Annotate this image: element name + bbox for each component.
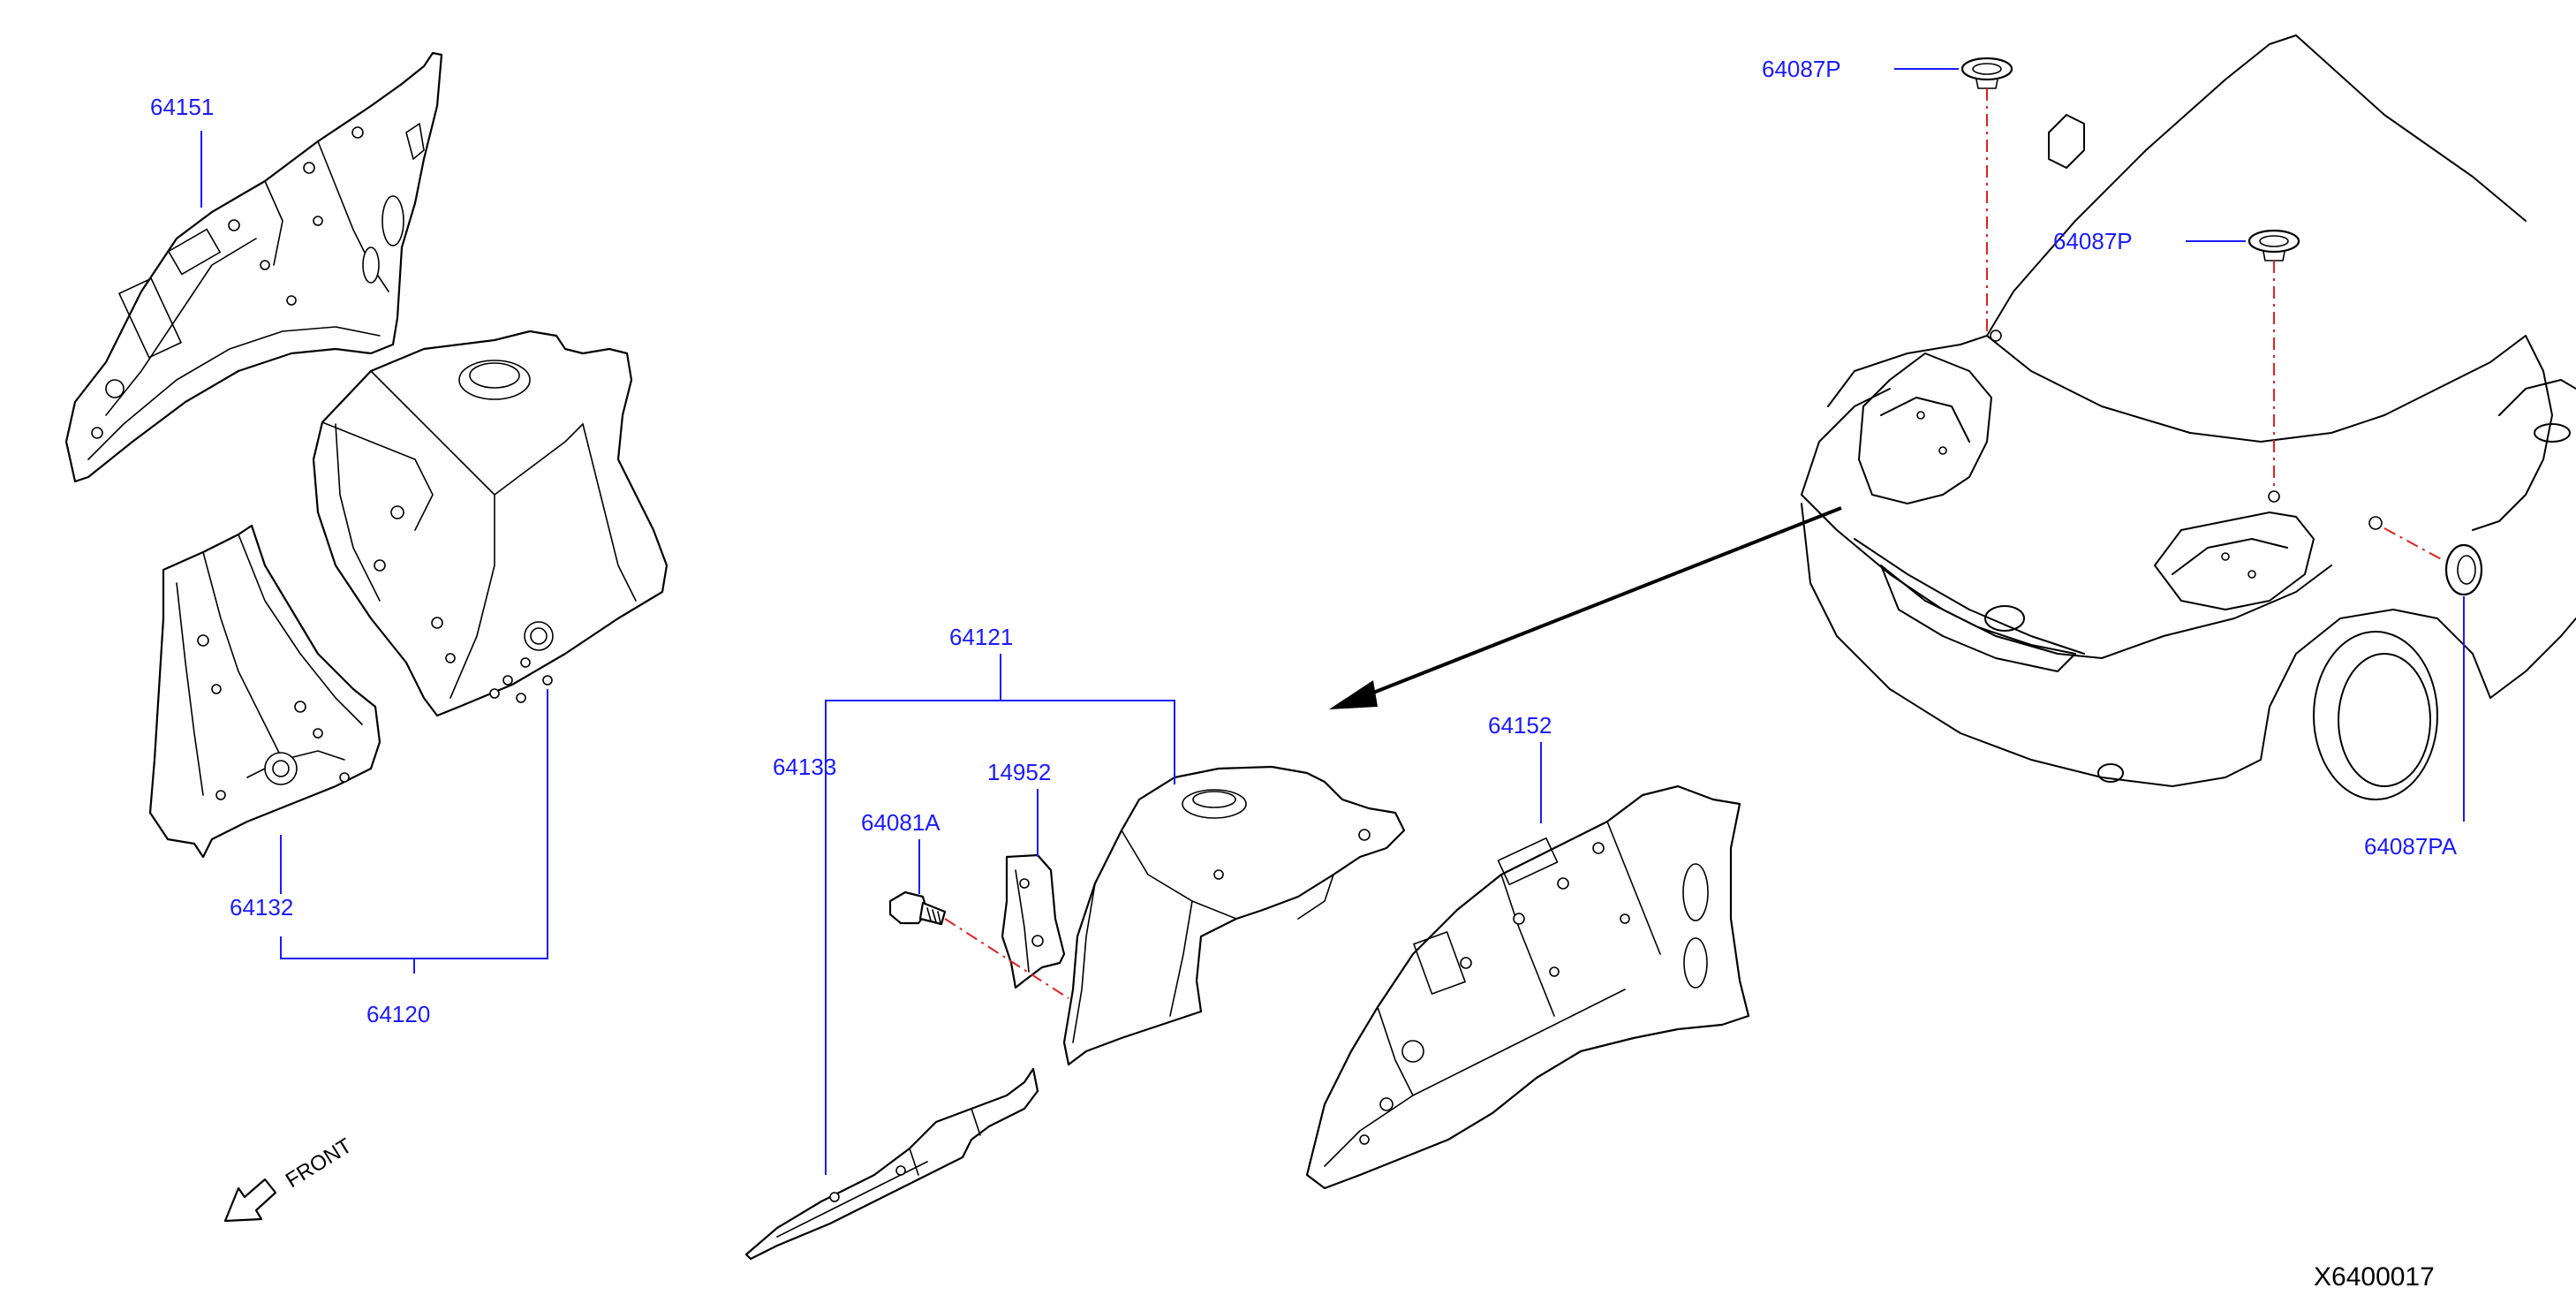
front-label: FRONT bbox=[282, 1133, 357, 1193]
part-64121-drawing bbox=[1062, 765, 1406, 1066]
part-64152-drawing bbox=[1305, 784, 1750, 1190]
fastener-lines bbox=[944, 88, 2445, 999]
label-64121: 64121 bbox=[949, 624, 1013, 650]
vehicle-outline-drawing bbox=[1801, 34, 2576, 800]
label-64132: 64132 bbox=[230, 894, 293, 921]
label-64087PA: 64087PA bbox=[2364, 833, 2458, 860]
part-64132-drawing bbox=[148, 524, 381, 859]
direction-arrow bbox=[1329, 506, 1842, 709]
label-64152: 64152 bbox=[1488, 712, 1552, 739]
part-64133-drawing bbox=[744, 1067, 1039, 1261]
plug-64087P-mid-drawing bbox=[2247, 229, 2300, 261]
label-64151: 64151 bbox=[150, 94, 214, 120]
plug-64087P-top-drawing bbox=[1960, 57, 2013, 89]
part-14952-drawing bbox=[1001, 853, 1066, 989]
label-64133: 64133 bbox=[773, 754, 836, 780]
part-labels: 64151 64132 64120 64121 64133 14952 6408… bbox=[150, 56, 2458, 1027]
leader-lines bbox=[200, 68, 2465, 1175]
label-64087P-mid: 64087P bbox=[2053, 228, 2133, 254]
label-14952: 14952 bbox=[987, 759, 1051, 785]
label-64087P-top: 64087P bbox=[1762, 56, 1841, 82]
label-64081A: 64081A bbox=[861, 809, 941, 836]
diagram-id: X6400017 bbox=[2314, 1262, 2435, 1292]
front-indicator: FRONT bbox=[223, 1133, 357, 1223]
plug-64087PA-drawing bbox=[2444, 543, 2483, 596]
part-64081A-drawing bbox=[888, 890, 947, 926]
label-64120: 64120 bbox=[366, 1001, 430, 1027]
part-64151-drawing bbox=[64, 51, 443, 483]
part-64120-drawing bbox=[312, 330, 669, 717]
